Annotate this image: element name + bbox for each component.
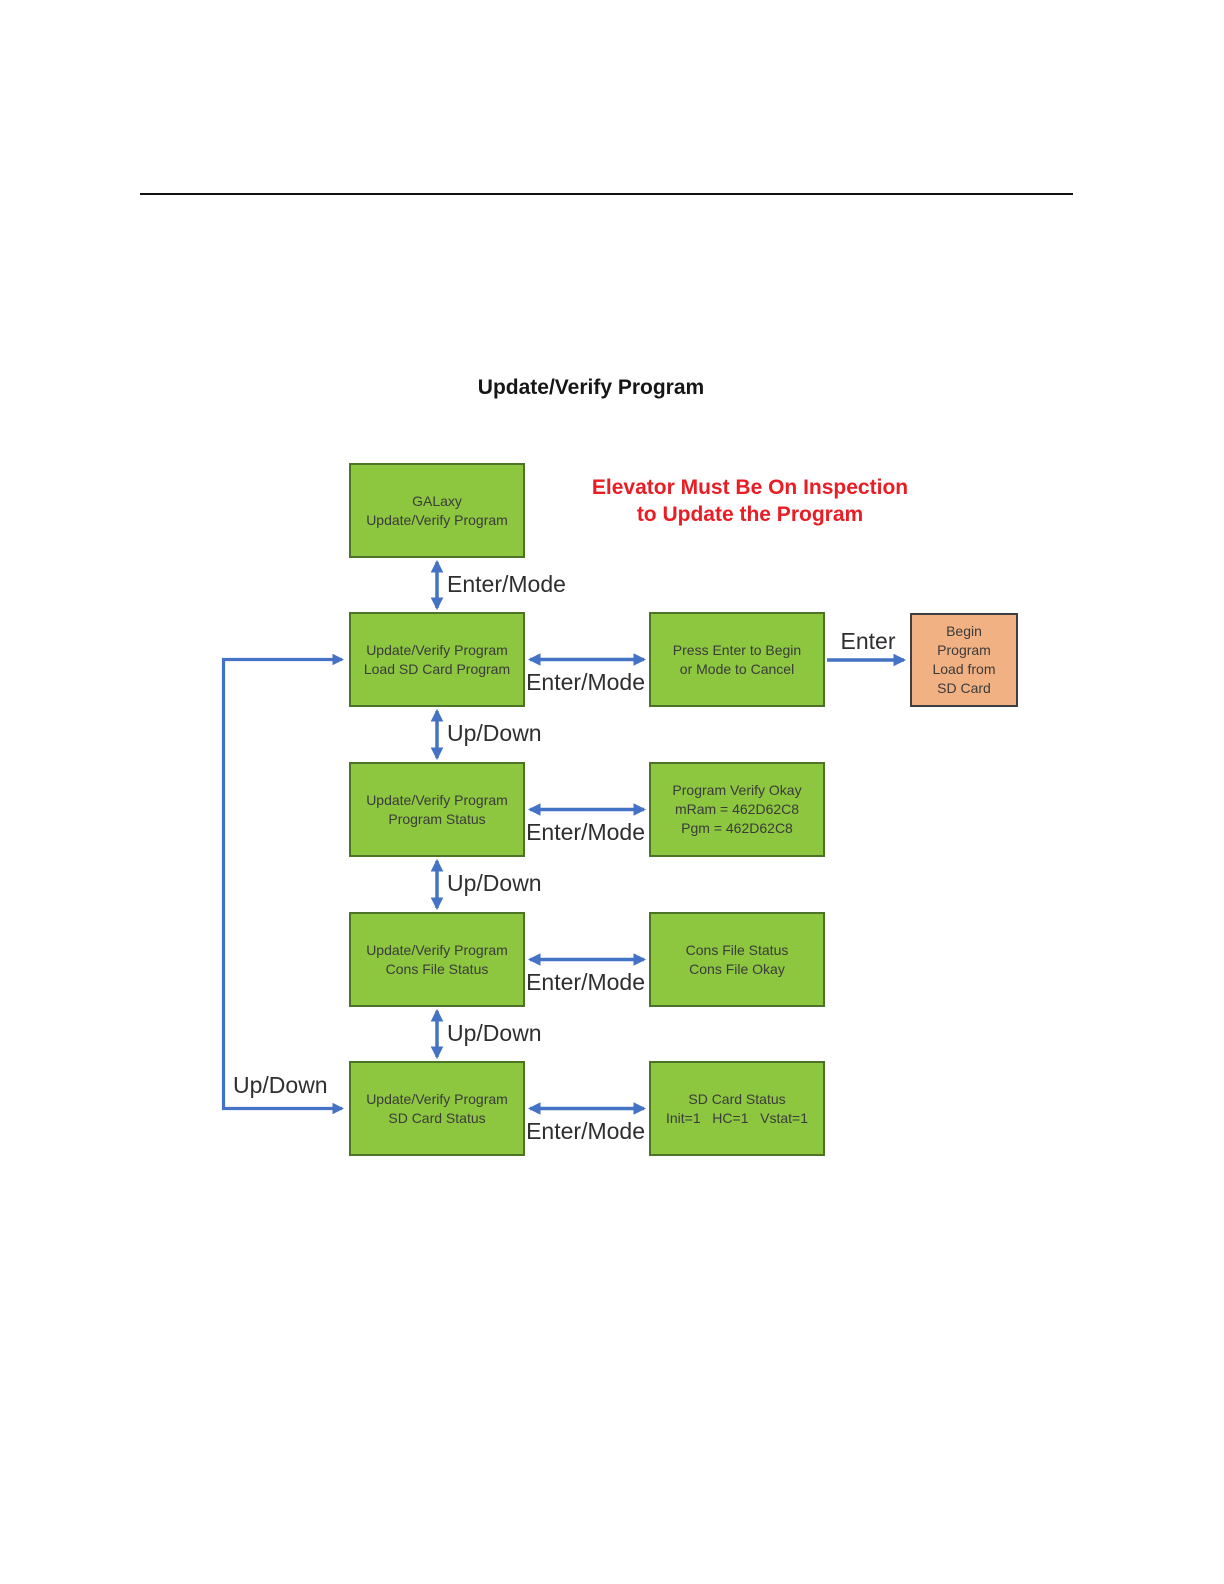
- box-line: Update/Verify Program: [366, 641, 508, 658]
- label-up-down-r4-r5: Up/Down: [447, 1020, 542, 1046]
- box-cons-file-status: Update/Verify Program Cons File Status: [349, 912, 525, 1007]
- box-line: mRam = 462D62C8: [674, 801, 800, 817]
- box-galaxy-update-verify: GALaxy Update/Verify Program: [349, 463, 525, 558]
- box-line: Program Verify Okay: [672, 782, 802, 798]
- label-enter-mode-r5: Enter/Mode: [526, 1118, 645, 1144]
- box-line: Update/Verify Program: [366, 791, 508, 808]
- box-program-verify-okay: Program Verify Okay mRam = 462D62C8 Pgm …: [649, 762, 825, 857]
- label-up-down-r3-r4: Up/Down: [447, 870, 542, 896]
- box-line: Update/Verify Program: [366, 941, 508, 958]
- box-line: Cons File Okay: [689, 960, 785, 977]
- label-enter-mode-r4: Enter/Mode: [526, 969, 645, 995]
- box-line: Cons File Status: [385, 960, 489, 977]
- warning-line-2: to Update the Program: [636, 503, 864, 526]
- box-line: SD Card: [937, 680, 991, 696]
- box-line: Pgm = 462D62C8: [681, 820, 793, 836]
- label-enter-mode-r2: Enter/Mode: [526, 669, 645, 695]
- box-sd-card-status: Update/Verify Program SD Card Status: [349, 1061, 525, 1156]
- warning-note: Elevator Must Be On Inspection to Update…: [568, 474, 932, 528]
- box-line: GALaxy: [412, 492, 462, 509]
- label-enter-mode-vertical: Enter/Mode: [447, 571, 566, 597]
- warning-line-1: Elevator Must Be On Inspection: [591, 476, 909, 499]
- box-load-sd-card-program: Update/Verify Program Load SD Card Progr…: [349, 612, 525, 707]
- box-line: or Mode to Cancel: [679, 660, 795, 677]
- label-up-down-wrap-loop: Up/Down: [233, 1072, 328, 1098]
- label-enter: Enter: [840, 628, 896, 654]
- box-line: Load SD Card Program: [363, 660, 511, 677]
- box-line: Program Status: [388, 810, 486, 827]
- arrow-up-down-wrap-loop: [221, 653, 344, 1115]
- box-line: SD Card Status: [388, 1109, 486, 1126]
- box-line: Init=1 HC=1 Vstat=1: [665, 1109, 809, 1126]
- box-begin-program-load: Begin Program Load from SD Card: [910, 613, 1018, 707]
- box-program-status: Update/Verify Program Program Status: [349, 762, 525, 857]
- box-line: Cons File Status: [685, 941, 789, 958]
- label-enter-mode-r3: Enter/Mode: [526, 819, 645, 845]
- box-line: Update/Verify Program: [366, 1090, 508, 1107]
- box-line: Load from: [932, 661, 996, 677]
- box-line: Program: [937, 642, 991, 658]
- page-title: Update/Verify Program: [477, 376, 705, 399]
- box-press-enter-to-begin: Press Enter to Begin or Mode to Cancel: [649, 612, 825, 707]
- top-rule: [140, 193, 1073, 195]
- box-line: Press Enter to Begin: [672, 641, 802, 658]
- box-line: Update/Verify Program: [366, 511, 508, 528]
- box-line: SD Card Status: [688, 1090, 786, 1107]
- label-up-down-r2-r3: Up/Down: [447, 720, 542, 746]
- box-sd-card-status-detail: SD Card Status Init=1 HC=1 Vstat=1: [649, 1061, 825, 1156]
- box-line: Begin: [946, 623, 982, 639]
- box-cons-file-okay: Cons File Status Cons File Okay: [649, 912, 825, 1007]
